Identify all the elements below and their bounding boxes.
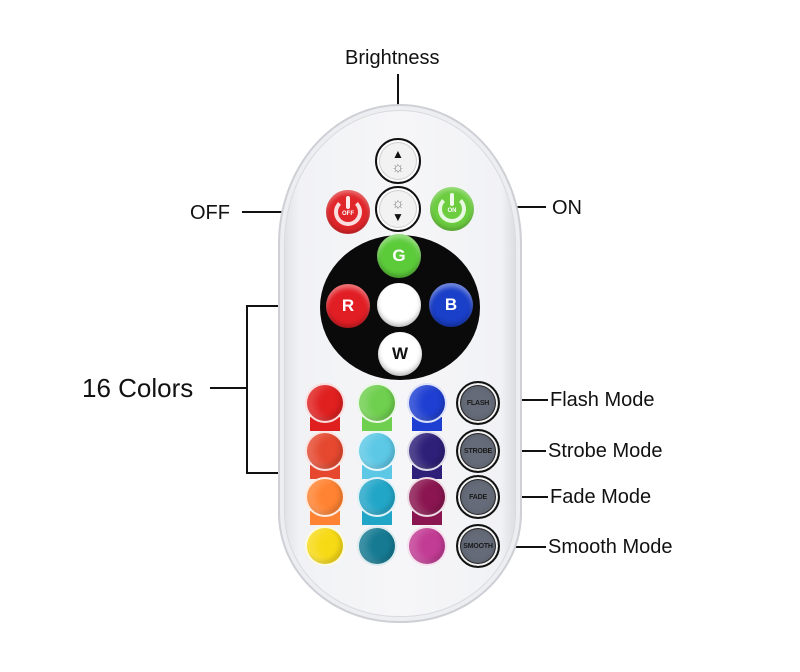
white-button[interactable]: W	[378, 332, 422, 376]
color-button[interactable]	[407, 431, 447, 471]
flash-leader-line	[498, 399, 548, 401]
power-off-button[interactable]: OFF	[326, 190, 370, 234]
sun-icon: ☼	[391, 158, 405, 176]
brightness-down-button[interactable]: ☼ ▼	[375, 186, 421, 232]
color-button[interactable]	[407, 477, 447, 517]
color-button[interactable]	[305, 431, 345, 471]
color-button[interactable]	[357, 431, 397, 471]
power-on-button[interactable]: ON	[430, 187, 474, 231]
flash-mode-label: Flash Mode	[550, 389, 655, 411]
red-button[interactable]: R	[326, 284, 370, 328]
color-button[interactable]	[305, 477, 345, 517]
smooth-leader-line	[498, 546, 546, 548]
power-icon: OFF	[334, 196, 362, 226]
colors-bracket-vertical	[246, 305, 248, 474]
power-icon: ON	[438, 193, 466, 223]
color-button[interactable]	[305, 526, 345, 566]
smooth-mode-button[interactable]: SMOOTH	[456, 524, 500, 568]
arrow-up-icon: ▲	[392, 146, 404, 161]
color-button[interactable]	[357, 477, 397, 517]
on-label: ON	[552, 197, 582, 219]
color-button[interactable]	[305, 383, 345, 423]
color-button[interactable]	[407, 526, 447, 566]
sun-icon: ☼	[391, 194, 405, 212]
colors-bracket-bottom	[246, 472, 306, 474]
colors-leader-line	[210, 387, 248, 389]
sixteen-colors-label: 16 Colors	[82, 373, 194, 403]
strobe-mode-label: Strobe Mode	[548, 440, 663, 462]
flash-mode-button[interactable]: FLASH	[456, 381, 500, 425]
arrow-down-icon: ▼	[392, 209, 404, 224]
fade-mode-button[interactable]: FADE	[456, 475, 500, 519]
fade-leader-line	[498, 496, 548, 498]
brightness-label: Brightness	[345, 47, 440, 69]
white-center-button[interactable]	[377, 283, 421, 327]
strobe-mode-button[interactable]: STROBE	[456, 429, 500, 473]
off-label: OFF	[190, 202, 230, 224]
strobe-leader-line	[498, 450, 546, 452]
brightness-up-button[interactable]: ▲ ☼	[375, 138, 421, 184]
color-button[interactable]	[357, 383, 397, 423]
green-button[interactable]: G	[377, 234, 421, 278]
color-button[interactable]	[407, 383, 447, 423]
smooth-mode-label: Smooth Mode	[548, 536, 673, 558]
fade-mode-label: Fade Mode	[550, 486, 652, 508]
blue-button[interactable]: B	[429, 283, 473, 327]
color-button[interactable]	[357, 526, 397, 566]
